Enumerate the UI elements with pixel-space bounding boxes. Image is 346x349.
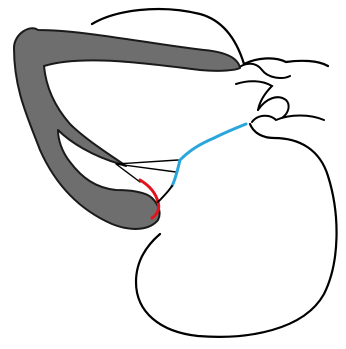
middle-lobe-outline <box>252 116 324 123</box>
blue-segment <box>172 124 246 186</box>
gray-curved-band <box>14 28 240 229</box>
upper-lobe-lower-edge <box>236 81 272 110</box>
junction-line <box>158 186 172 202</box>
lower-lobe-outline <box>136 124 337 337</box>
thin-connector-lines <box>116 160 178 182</box>
upper-lobe-fold <box>238 64 290 78</box>
